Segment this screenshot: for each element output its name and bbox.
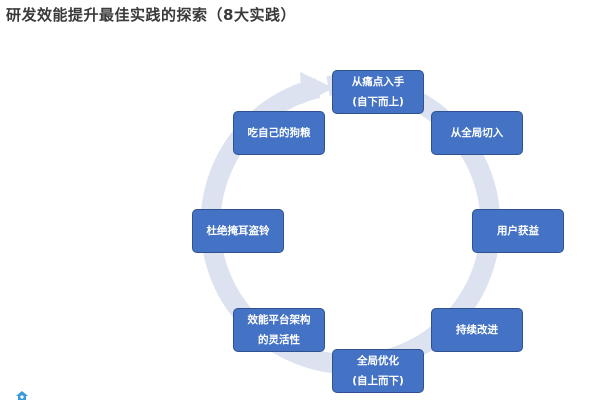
node-platform-flexibility: 效能平台架构 的灵活性 xyxy=(233,308,325,352)
node-global-optimization: 全局优化 (自上而下) xyxy=(332,349,424,393)
node-dogfooding: 吃自己的狗粮 xyxy=(233,111,325,155)
logo-icon xyxy=(16,391,28,400)
node-global-entry: 从全局切入 xyxy=(431,111,523,155)
page-title: 研发效能提升最佳实践的探索（8大实践） xyxy=(6,6,296,24)
node-no-self-deception: 杜绝掩耳盗铃 xyxy=(192,209,284,253)
node-continuous-improvement: 持续改进 xyxy=(431,308,523,352)
node-pain-points: 从痛点入手 (自下而上) xyxy=(332,70,424,114)
node-user-benefit: 用户获益 xyxy=(472,209,564,253)
cycle-arrowhead xyxy=(300,72,334,104)
